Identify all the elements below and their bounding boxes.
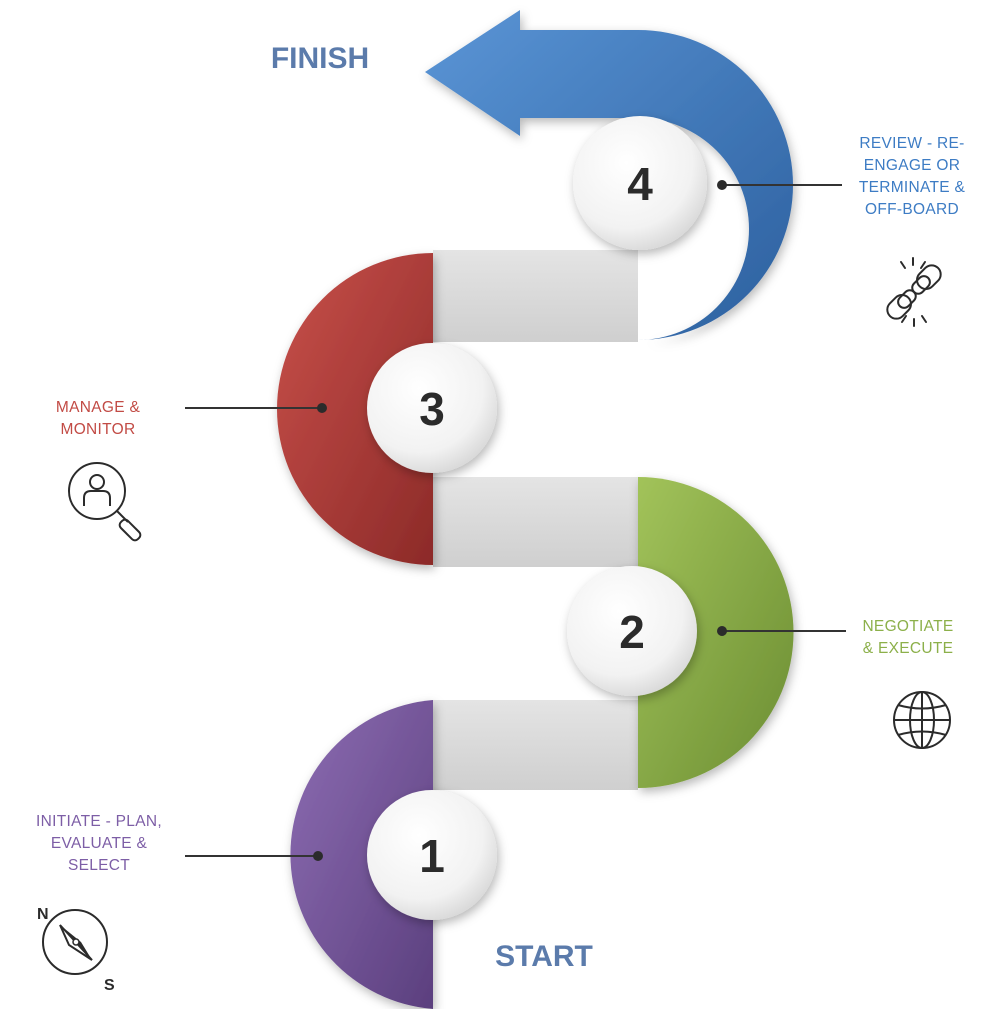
step-2-label: NEGOTIATE & EXECUTE (850, 616, 966, 660)
compass-south: S (104, 977, 115, 994)
finish-label: FINISH (271, 42, 369, 75)
leader-dot-1 (313, 851, 323, 861)
step-4-circle (573, 116, 707, 250)
step-1-arc (290, 700, 433, 1009)
step-2-arc (638, 477, 794, 788)
broken-chain-icon (886, 257, 942, 327)
step-4-number: 4 (627, 158, 653, 210)
step-3-number: 3 (419, 383, 445, 435)
compass-north: N (37, 906, 49, 923)
step-1-label-line: EVALUATE & (50, 835, 148, 852)
compass-icon: N S (37, 906, 115, 994)
step-4-label-line: REVIEW - RE- (859, 135, 965, 152)
step-4-label-line: TERMINATE & (858, 179, 966, 196)
step-2-label-line: NEGOTIATE (862, 618, 954, 635)
step-2-label-line: & EXECUTE (862, 640, 954, 657)
step-1-number: 1 (419, 830, 445, 882)
connector-3-4 (433, 250, 638, 342)
globe-icon (893, 691, 951, 749)
step-4-label-line: ENGAGE OR (863, 157, 961, 174)
step-3-label-line: MANAGE & (55, 399, 141, 416)
person-search-icon (68, 462, 142, 542)
step-3-label: MANAGE & MONITOR (28, 397, 168, 441)
step-4-arrow (425, 10, 793, 340)
step-3-arc (277, 253, 433, 565)
connector-1-2 (433, 700, 638, 790)
leader-dot-3 (317, 403, 327, 413)
step-1-label: INITIATE - PLAN, EVALUATE & SELECT (6, 811, 192, 877)
step-1-label-line: INITIATE - PLAN, (36, 813, 162, 830)
step-2-number: 2 (619, 606, 645, 658)
leader-dot-2 (717, 626, 727, 636)
step-1-label-line: SELECT (67, 857, 131, 874)
step-4-label: REVIEW - RE- ENGAGE OR TERMINATE & OFF-B… (842, 133, 982, 221)
start-label: START (495, 940, 593, 973)
step-2-circle (567, 566, 697, 696)
leader-dot-4 (717, 180, 727, 190)
step-4-label-line: OFF-BOARD (865, 201, 959, 218)
step-3-label-line: MONITOR (60, 421, 136, 438)
step-1-circle (367, 790, 497, 920)
connector-2-3 (433, 477, 638, 567)
step-3-circle (367, 343, 497, 473)
